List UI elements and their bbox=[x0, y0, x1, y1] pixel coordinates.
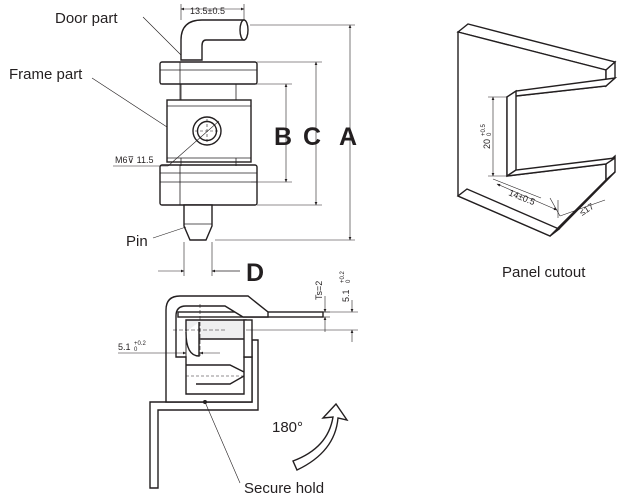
retaining-tab bbox=[243, 319, 253, 358]
dim-cutout-height-label: 20 bbox=[482, 139, 492, 149]
housing bbox=[165, 295, 269, 403]
dim-5-1-top-tol: +0.2 bbox=[340, 270, 346, 283]
label-door-part-group: Door part bbox=[55, 10, 182, 56]
dim-a-label: A bbox=[339, 123, 357, 151]
dim-cutout-height: 20 +0.5 0 bbox=[481, 96, 507, 177]
top-knuckle bbox=[159, 61, 258, 85]
dim-5-1-top: 5.1 +0.2 0 bbox=[246, 270, 358, 342]
dim-5-1-top-label: 5.1 bbox=[341, 289, 351, 302]
label-thread-group: M6⊽ 11.5 bbox=[113, 120, 220, 167]
pin bbox=[183, 204, 213, 241]
dim-5-1-top-tol-zero: 0 bbox=[346, 279, 352, 283]
label-secure-hold: Secure hold bbox=[244, 480, 324, 497]
bottom-knuckle bbox=[159, 164, 258, 206]
dim-5-1-side: 5.1 +0.2 0 bbox=[118, 338, 220, 360]
dim-cutout-height-text: 20 bbox=[482, 139, 492, 149]
label-secure-hold-group: Secure hold bbox=[203, 400, 324, 497]
label-pin: Pin bbox=[126, 233, 148, 250]
rotation-arrow-group: 180° bbox=[272, 402, 349, 471]
label-frame-part: Frame part bbox=[9, 66, 83, 83]
dim-c-label: C bbox=[303, 123, 321, 151]
door-part-arm bbox=[180, 19, 245, 61]
dim-13-5: 13.5±0.5 bbox=[180, 4, 245, 20]
dim-d-label: D bbox=[246, 259, 264, 287]
dim-5-1-side-tol-plus: +0.2 bbox=[134, 341, 147, 347]
label-door-part: Door part bbox=[55, 10, 118, 27]
dim-5-1-top-tol-plus: +0.2 bbox=[340, 270, 346, 283]
dim-5-1-top-tol-zero-group: 0 bbox=[346, 279, 352, 283]
dim-5-1-side-label: 5.1 bbox=[118, 342, 131, 352]
label-rotation: 180° bbox=[272, 419, 303, 436]
dim-ts-label: Ts=2 bbox=[314, 281, 324, 300]
label-pin-group: Pin bbox=[126, 226, 187, 250]
label-panel-cutout: Panel cutout bbox=[502, 264, 586, 281]
panel-cutout-view bbox=[456, 23, 618, 237]
dim-13-5-label: 13.5±0.5 bbox=[190, 6, 225, 16]
dim-5-1-side-tol-zero: 0 bbox=[134, 347, 138, 353]
dim-5-1-top-text: 5.1 bbox=[341, 289, 351, 302]
dim-b-label: B bbox=[274, 123, 292, 151]
dim-ts: Ts=2 bbox=[314, 281, 330, 332]
threaded-hole-outer bbox=[192, 116, 222, 146]
frame-block bbox=[166, 99, 252, 163]
hinge-front-view bbox=[159, 19, 258, 241]
label-thread: M6⊽ 11.5 bbox=[115, 155, 153, 165]
label-thread-size: M6 bbox=[115, 155, 128, 165]
dim-d: D bbox=[158, 242, 264, 287]
dim-cutout-height-tol-plus: +0.5 bbox=[481, 123, 487, 136]
hinge-side-view bbox=[149, 295, 324, 489]
label-frame-part-group: Frame part bbox=[9, 66, 168, 128]
rotation-arrow-icon bbox=[292, 402, 349, 471]
dim-cutout-height-tol-zero: 0 bbox=[487, 132, 493, 136]
dim-b: B bbox=[251, 83, 292, 183]
dim-c: C bbox=[257, 61, 322, 206]
dim-a: A bbox=[215, 24, 357, 241]
depth-symbol: ⊽ bbox=[128, 155, 137, 165]
label-thread-depth: 11.5 bbox=[137, 155, 154, 165]
